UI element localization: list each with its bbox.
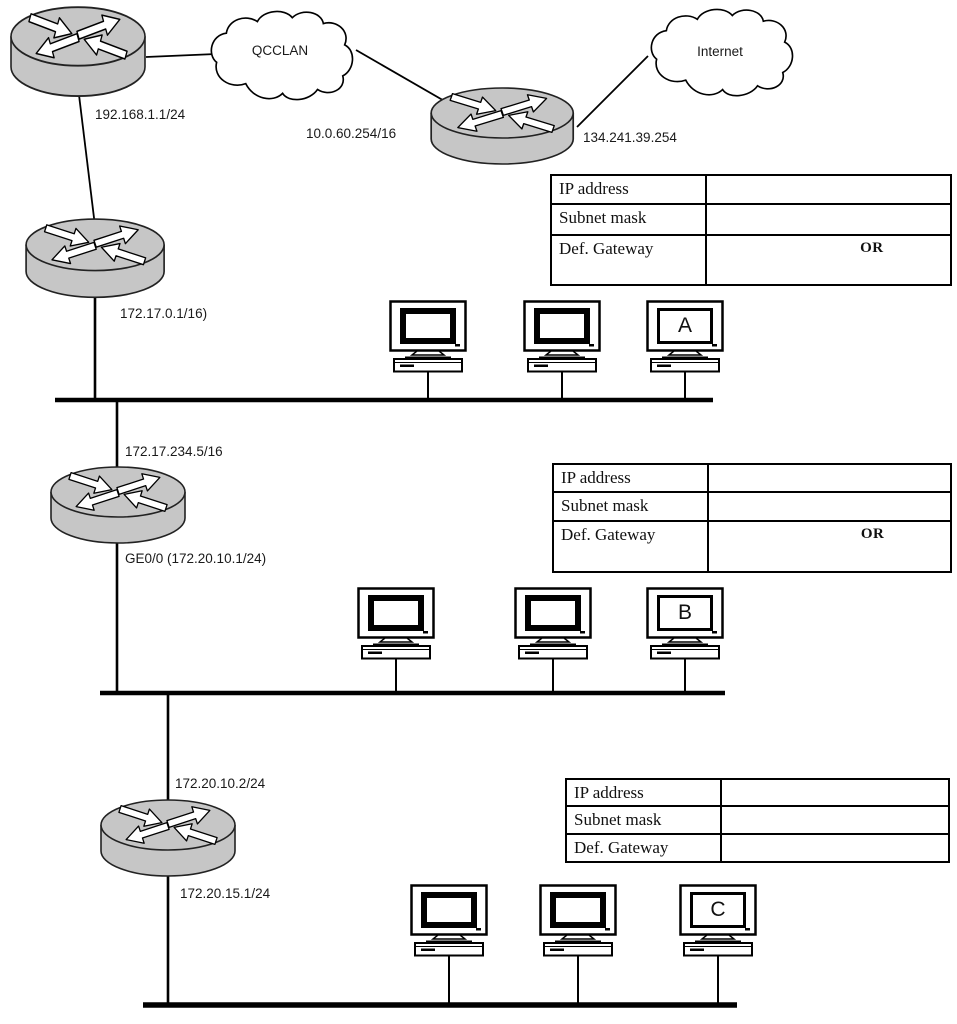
router3-icon (25, 218, 165, 299)
router4-uplink-ip-label: 172.17.234.5/16 (125, 444, 223, 459)
table-b-ip-address-value (709, 465, 950, 491)
table-c-def-gateway-value (722, 835, 948, 861)
host-a-letter: A (660, 311, 710, 341)
table-b-def-gateway-value: OR (709, 522, 950, 571)
router4-icon (50, 466, 186, 544)
router4-lan-ip-label: GE0/0 (172.20.10.1/24) (125, 551, 267, 566)
table-a-or-label: OR (860, 240, 884, 256)
router2-wan-ip-label: 10.0.60.254/16 (306, 126, 397, 141)
router1-icon (10, 6, 146, 98)
table-b-def-gateway-label: Def. Gateway (554, 522, 709, 571)
router5-icon (100, 799, 236, 877)
table-b-ip-address-label: IP address (554, 465, 709, 491)
router3-ip-label: 172.17.0.1/16) (120, 306, 208, 321)
table-c-subnet-mask-value (722, 807, 948, 833)
router2-icon (430, 87, 575, 165)
table-c-ip-address-label: IP address (567, 780, 722, 805)
router2-internet-ip-label: 134.241.39.254 (583, 130, 677, 145)
table-b-or-label: OR (860, 526, 885, 542)
table-a-ip-address-label: IP address (552, 176, 707, 203)
router5-lan-ip-label: 172.20.15.1/24 (180, 886, 271, 901)
table-c-def-gateway-label: Def. Gateway (567, 835, 722, 861)
table-a-subnet-mask-value (707, 205, 950, 234)
host-a-config-table: IP address Subnet mask Def. Gateway OR (550, 174, 952, 286)
router1-lan-ip-label: 192.168.1.1/24 (95, 107, 186, 122)
host-b-letter: B (660, 598, 710, 628)
table-b-subnet-mask-value (709, 493, 950, 520)
host-c-config-table: IP address Subnet mask Def. Gateway (565, 778, 950, 863)
computer-icon (391, 302, 466, 372)
table-a-subnet-mask-label: Subnet mask (552, 205, 707, 234)
internet-router2-link (576, 55, 649, 128)
table-c-subnet-mask-label: Subnet mask (567, 807, 722, 833)
host-drop-lines (395, 371, 719, 1005)
qcclan-cloud-label: QCCLAN (251, 43, 309, 58)
internet-cloud-label: Internet (697, 44, 743, 59)
table-a-def-gateway-value: OR (707, 236, 950, 284)
router5-uplink-ip-label: 172.20.10.2/24 (175, 776, 266, 791)
computer-icon (412, 886, 487, 956)
host-b-config-table: IP address Subnet mask Def. Gateway OR (552, 463, 952, 573)
table-a-ip-address-value (707, 176, 950, 203)
table-c-ip-address-value (722, 780, 948, 805)
table-b-subnet-mask-label: Subnet mask (554, 493, 709, 520)
router1-router3-link (78, 94, 96, 227)
computer-icon (525, 302, 600, 372)
router-bus-links (93, 296, 170, 1005)
computer-icon (541, 886, 616, 956)
computer-icon (359, 589, 434, 659)
router1-qcclan-link (145, 53, 217, 58)
computer-icon (516, 589, 591, 659)
host-c-letter: C (693, 895, 743, 925)
table-a-def-gateway-label: Def. Gateway (552, 236, 707, 284)
